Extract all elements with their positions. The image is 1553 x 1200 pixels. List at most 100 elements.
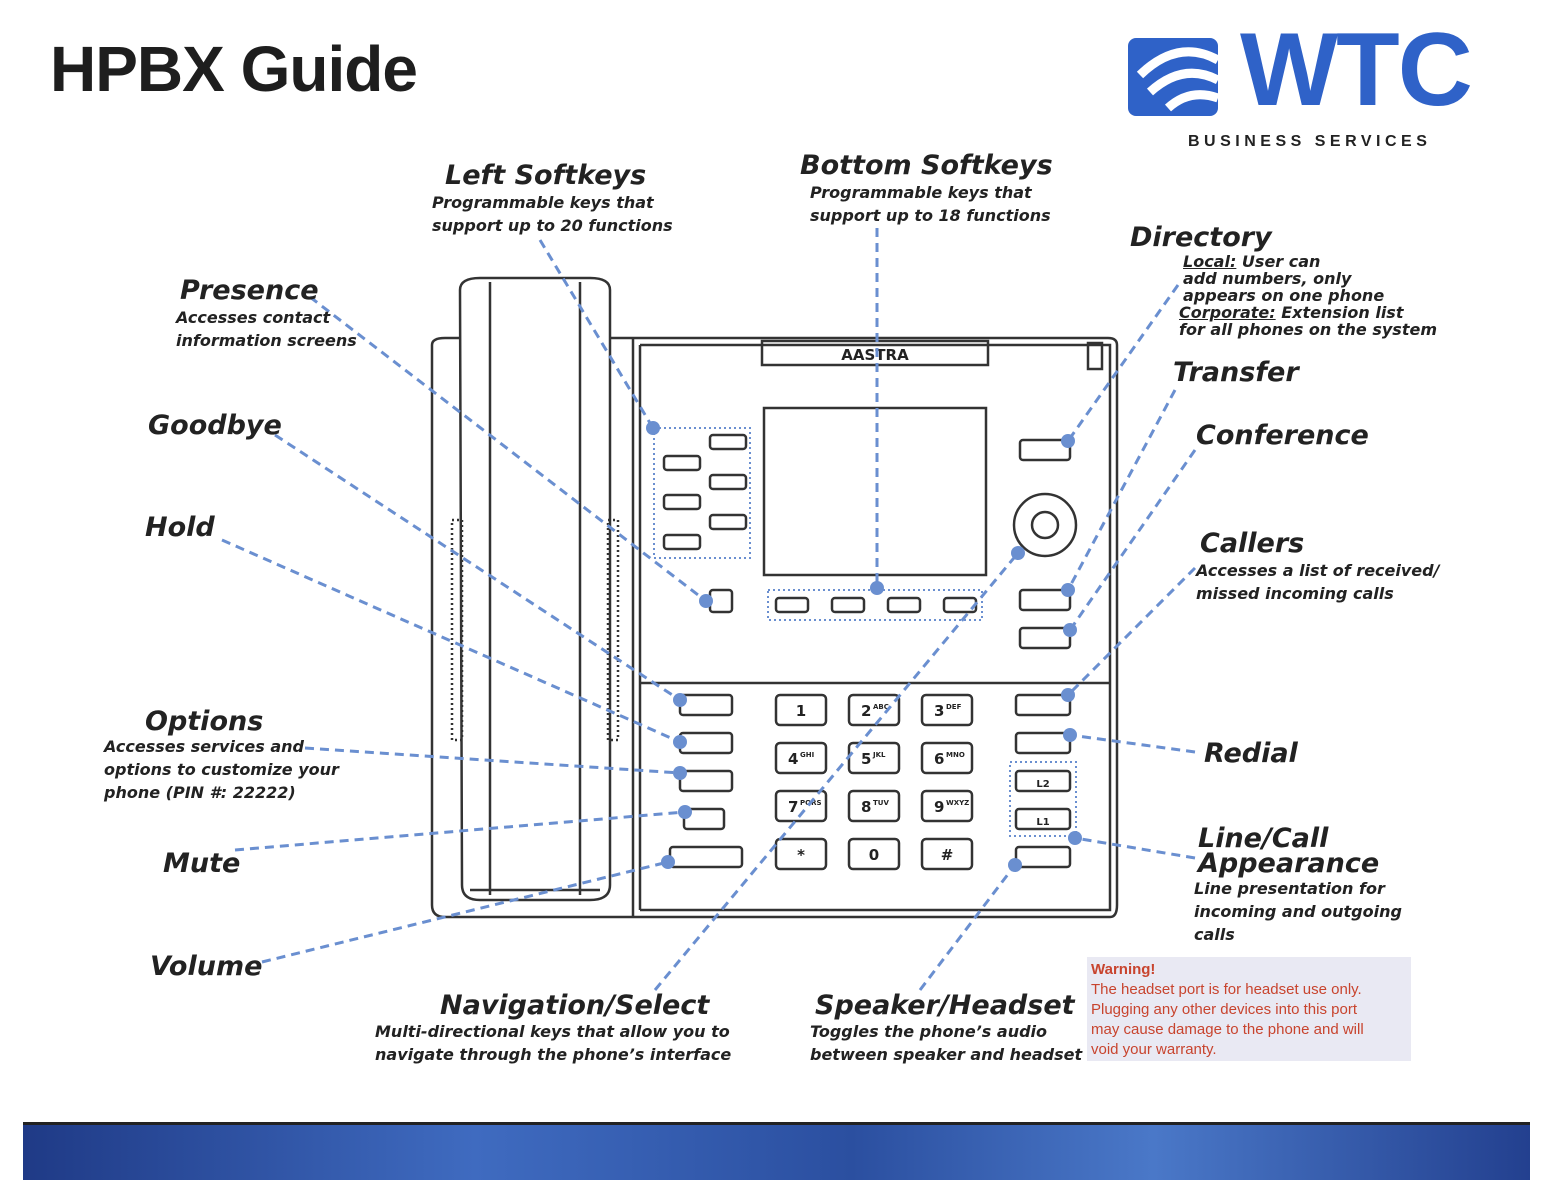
callout-dot	[673, 693, 687, 707]
svg-text:TUV: TUV	[873, 799, 889, 807]
presence-title: Presence	[180, 275, 319, 306]
callers-desc: Accesses a list of received/missed incom…	[1196, 561, 1440, 603]
transfer-title: Transfer	[1173, 357, 1299, 388]
svg-text:1: 1	[796, 702, 806, 720]
wtc-logo	[1128, 30, 1238, 124]
callout-line	[274, 433, 681, 702]
svg-text:2: 2	[861, 702, 871, 720]
callout-dot	[673, 766, 687, 780]
callout-dot	[1011, 546, 1025, 560]
callout-line	[538, 239, 655, 429]
keypad-key[interactable]: #	[920, 837, 974, 871]
svg-text:3: 3	[934, 702, 944, 720]
logo-wordmark: WTC	[1240, 12, 1473, 128]
mute-title: Mute	[163, 848, 241, 879]
callout-dot	[1068, 831, 1082, 845]
navigation-desc: Multi-directional keys that allow you to…	[375, 1022, 732, 1064]
callout-line	[261, 860, 669, 964]
hold-title: Hold	[145, 512, 215, 543]
callout-line	[653, 552, 1020, 991]
options-title: Options	[145, 706, 264, 737]
callout-line	[1074, 836, 1196, 860]
svg-text:0: 0	[869, 846, 879, 864]
goodbye-title: Goodbye	[148, 410, 282, 441]
keypad-key[interactable]: *	[774, 837, 828, 871]
svg-text:WXYZ: WXYZ	[946, 799, 969, 807]
callout-line	[1068, 449, 1197, 631]
callers-title: Callers	[1200, 528, 1305, 559]
svg-text:JKL: JKL	[872, 751, 886, 759]
callout-dot	[1008, 858, 1022, 872]
logo-subtitle: BUSINESS SERVICES	[1188, 133, 1432, 150]
callout-dot	[1061, 434, 1075, 448]
svg-text:7: 7	[788, 798, 798, 816]
svg-text:4: 4	[788, 750, 798, 768]
callout-dot	[678, 805, 692, 819]
callout-dot	[1063, 728, 1077, 742]
callout-line	[1066, 389, 1177, 591]
handset	[458, 276, 612, 902]
bottom-softkeys-title: Bottom Softkeys	[800, 150, 1053, 181]
footer-band	[23, 1122, 1530, 1180]
warning-title: Warning!	[1091, 961, 1156, 978]
warning-line: void your warranty.	[1091, 1041, 1217, 1058]
callout-line	[234, 810, 686, 852]
callout-dot	[1061, 688, 1075, 702]
svg-text:DEF: DEF	[946, 703, 962, 711]
redial-title: Redial	[1204, 738, 1298, 769]
callout-line	[304, 746, 681, 775]
callout-dot	[1063, 623, 1077, 637]
left-softkeys-title: Left Softkeys	[445, 160, 647, 191]
warning-line: Plugging any other devices into this por…	[1091, 1001, 1357, 1018]
callout-line	[1066, 566, 1197, 697]
warning-line: may cause damage to the phone and will	[1091, 1021, 1364, 1038]
svg-text:#: #	[941, 846, 954, 864]
callout-dot	[699, 594, 713, 608]
svg-text:MNO: MNO	[946, 751, 965, 759]
directory-title: Directory	[1130, 222, 1272, 253]
svg-text:GHI: GHI	[800, 751, 814, 759]
warning-box: Warning! The headset port is for headset…	[1087, 957, 1411, 1061]
callout-line	[918, 864, 1017, 991]
phone-brand: AASTRA	[841, 346, 909, 364]
conference-title: Conference	[1196, 420, 1369, 451]
callout-line	[309, 295, 707, 603]
callout-line	[1069, 733, 1196, 754]
callout-dot	[870, 581, 884, 595]
callout-dot	[661, 855, 675, 869]
navigation-title: Navigation/Select	[440, 990, 710, 1021]
svg-text:ABC: ABC	[873, 703, 889, 711]
line-key-l1[interactable]: L1	[1036, 817, 1049, 828]
callout-dot	[646, 421, 660, 435]
line-key-l2[interactable]: L2	[1036, 779, 1049, 790]
keypad-key[interactable]: 0	[847, 837, 901, 871]
wifi-wave-logo-icon	[1128, 38, 1221, 116]
callout-dot	[673, 735, 687, 749]
svg-text:6: 6	[934, 750, 944, 768]
volume-title: Volume	[150, 951, 263, 982]
keypad-key[interactable]: 1	[774, 693, 828, 727]
warning-line: The headset port is for headset use only…	[1091, 981, 1362, 998]
svg-text:*: *	[797, 846, 805, 864]
callout-line	[221, 538, 681, 744]
svg-text:9: 9	[934, 798, 944, 816]
callout-line	[1066, 284, 1180, 442]
speaker-title: Speaker/Headset	[815, 990, 1075, 1021]
callout-dot	[1061, 583, 1075, 597]
